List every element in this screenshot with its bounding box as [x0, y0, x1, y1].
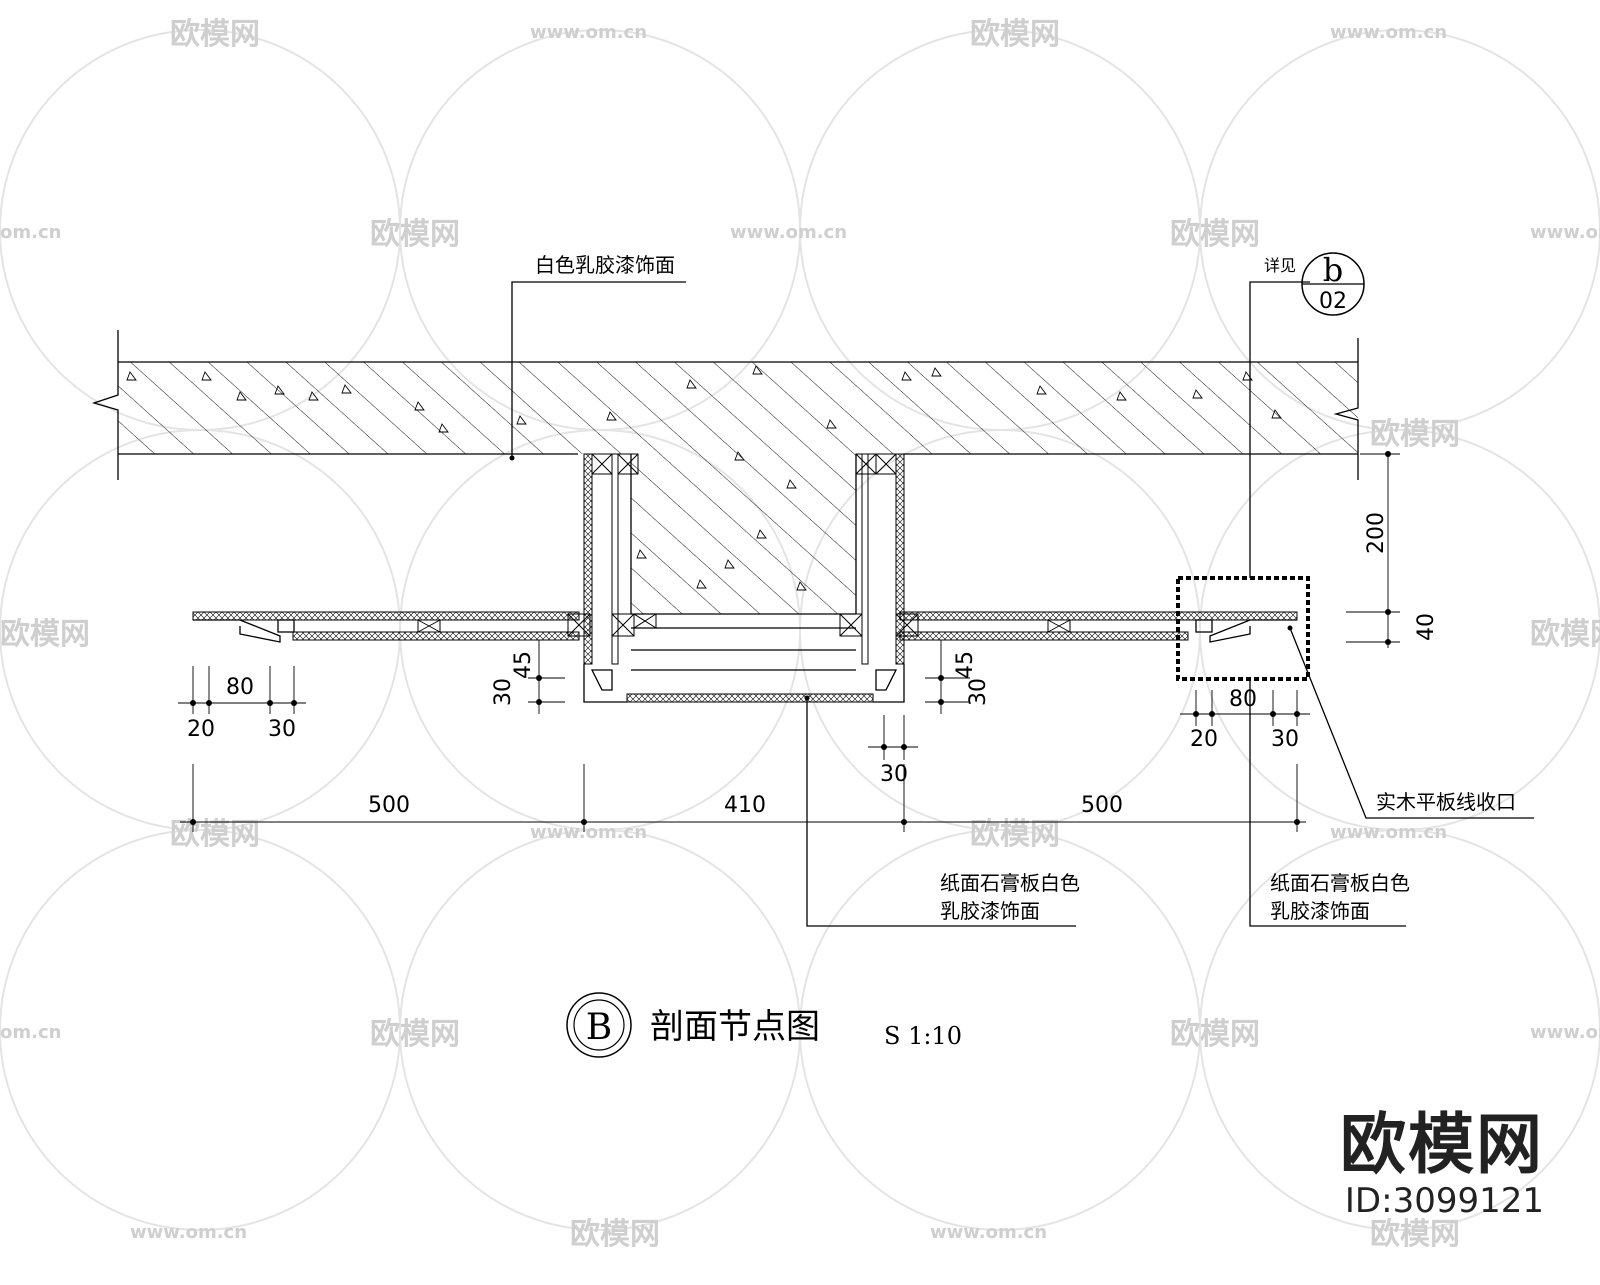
dimension-labels: 80 20 30 45 30 45 30 30 80 20 30 200 40 … [187, 512, 1439, 818]
concrete-slab [91, 330, 1359, 480]
wm-url-7: www.om.cn [1330, 822, 1447, 843]
callout-labels: 白色乳胶漆饰面 实木平板线收口 纸面石膏板白色 乳胶漆饰面 纸面石膏板白色 乳胶… [535, 253, 1516, 923]
wm-brand-13: 欧模网 [1530, 617, 1600, 652]
wm-brand-3: 欧模网 [370, 217, 460, 252]
detail-ref-label: 详见 [1264, 256, 1296, 275]
light-trough [567, 453, 919, 703]
drawing-title: B 剖面节点图 S 1:10 [566, 992, 962, 1058]
detail-ref-bottom: 02 [1319, 289, 1347, 314]
drawing-scale: S 1:10 [884, 1022, 962, 1050]
dim-span-middle: 410 [724, 793, 766, 818]
wm-url-2: www.om.cn [1330, 22, 1447, 43]
detail-highlight-box [1176, 576, 1310, 681]
wm-brand-12: 欧模网 [0, 617, 90, 652]
wm-brand-6: 欧模网 [170, 817, 260, 852]
section-symbol-letter: B [586, 1007, 612, 1048]
wm-url-5: om.cn [0, 222, 61, 243]
callout-gypsum-center-2: 乳胶漆饰面 [940, 899, 1040, 923]
dimension-lines [178, 451, 1400, 832]
detail-reference: b 02 详见 [1264, 251, 1365, 316]
dim-left-20: 20 [187, 717, 215, 742]
wm-url-3: www.om.cn [730, 222, 847, 243]
wm-url-9: www.om.cn [1530, 1022, 1600, 1043]
gypsum-board-left [192, 611, 580, 643]
dim-mid-right-45: 45 [953, 651, 978, 679]
wm-url-1: www.om.cn [530, 22, 647, 43]
wm-url-11: www.om.cn [930, 1222, 1047, 1243]
brand-id: ID:3099121 [1344, 1181, 1544, 1221]
dim-right-30: 30 [1271, 727, 1299, 752]
wm-brand-7: 欧模网 [970, 817, 1060, 852]
wm-brand-5: 欧模网 [1370, 417, 1460, 452]
dim-span-left: 500 [368, 793, 410, 818]
wm-brand-9: 欧模网 [1170, 1017, 1260, 1052]
wm-brand-2: 欧模网 [970, 17, 1060, 52]
wm-url-6: www.om.cn [530, 822, 647, 843]
dim-left-80: 80 [226, 675, 254, 700]
dim-left-30: 30 [268, 717, 296, 742]
wm-brand-4: 欧模网 [1170, 217, 1260, 252]
dim-right-20: 20 [1190, 727, 1218, 752]
wm-brand-10: 欧模网 [570, 1217, 660, 1252]
wm-brand-8: 欧模网 [370, 1017, 460, 1052]
gypsum-board-right [899, 611, 1298, 643]
wm-brand-11: 欧模网 [1370, 1217, 1460, 1252]
watermark-urls: www.om.cn www.om.cn www.om.cn www.om.cn … [0, 22, 1600, 1243]
wm-url-8: om.cn [0, 1022, 61, 1043]
callout-white-latex: 白色乳胶漆饰面 [535, 253, 675, 277]
concrete-beam [630, 451, 857, 614]
wm-url-4: www.om.cn [1530, 222, 1600, 243]
wm-brand-1: 欧模网 [170, 17, 260, 52]
wm-url-10: www.om.cn [130, 1222, 247, 1243]
leader-lines [509, 281, 1534, 927]
dim-mid-left-30: 30 [491, 678, 516, 706]
drawing-title-text: 剖面节点图 [650, 1007, 820, 1047]
brand-name: 欧模网 [1340, 1106, 1544, 1183]
detail-ref-top: b [1323, 251, 1343, 289]
callout-gypsum-right-2: 乳胶漆饰面 [1270, 899, 1370, 923]
dim-vertical-200: 200 [1364, 512, 1389, 554]
dim-right-80: 80 [1229, 687, 1257, 712]
callout-solid-wood-trim: 实木平板线收口 [1376, 790, 1516, 814]
brand-watermark: 欧模网 ID:3099121 [1340, 1106, 1544, 1221]
dim-vertical-40: 40 [1414, 613, 1439, 641]
callout-gypsum-right-1: 纸面石膏板白色 [1270, 871, 1410, 895]
dim-bottom-30: 30 [880, 762, 908, 787]
dim-span-right: 500 [1081, 793, 1123, 818]
callout-gypsum-center-1: 纸面石膏板白色 [940, 871, 1080, 895]
dim-mid-right-30: 30 [966, 678, 991, 706]
watermark-texts: 欧模网 欧模网 欧模网 欧模网 欧模网 欧模网 欧模网 欧模网 欧模网 欧模网 … [0, 17, 1600, 1252]
dim-mid-left-45: 45 [511, 651, 536, 679]
